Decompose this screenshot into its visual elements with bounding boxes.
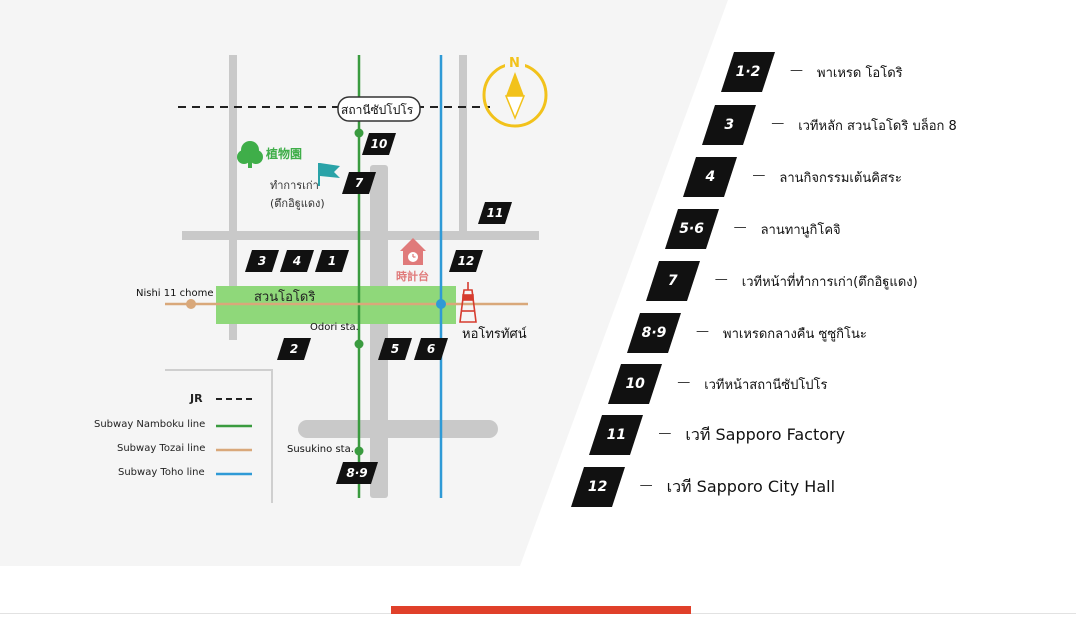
map-badge-label: 11	[486, 206, 504, 220]
map-badge-12: 12	[449, 250, 483, 272]
sapporo-station-box	[337, 96, 421, 122]
map-badge-5: 5	[378, 338, 412, 360]
odori-park-label: สวนโอโดริ	[254, 290, 316, 305]
line-legend	[165, 369, 273, 503]
tree-icon	[237, 141, 263, 168]
venue-dash: —	[677, 375, 691, 390]
venue-name: เวทีหลัก สวนโอโดริ บล็อก 8	[798, 119, 957, 134]
susukino-station-dot	[354, 446, 364, 456]
map-badge-label: 7	[354, 176, 364, 190]
compass-letter: N	[509, 56, 520, 71]
tv-tower-label: หอโทรทัศน์	[462, 327, 527, 342]
old-government-label: ทำการเก่า	[270, 179, 319, 192]
venue-dash: —	[714, 272, 728, 287]
sapporo-station-label: สถานีซัปโปโร	[341, 103, 414, 117]
map-badge-8-9: 8·9	[336, 462, 378, 484]
map-badge-2: 2	[277, 338, 311, 360]
accent-bar	[391, 606, 691, 614]
sapporo-station-dot	[354, 128, 364, 138]
venue-name: เวทีหน้าสถานีซัปโปโร	[704, 378, 828, 393]
map-badge-10: 10	[362, 133, 396, 155]
toho-odori-dot	[436, 299, 446, 309]
map-badge-label: 5	[390, 342, 400, 356]
susukino-station-label: Susukino sta.	[287, 444, 354, 455]
venue-number: 10	[625, 376, 645, 392]
map-badge-label: 8·9	[346, 466, 368, 480]
map-badge-7: 7	[342, 172, 376, 194]
venue-badge-10: 10	[608, 364, 663, 404]
venue-number: 8·9	[641, 325, 667, 341]
map-badge-4: 4	[280, 250, 314, 272]
venue-badge-12: 12	[570, 467, 625, 507]
flag-icon	[318, 163, 340, 186]
nishi11-station-dot	[186, 299, 196, 309]
venue-badge-1-2: 1·2	[721, 52, 775, 92]
venue-dash: —	[752, 168, 766, 183]
map-badge-label: 4	[292, 254, 302, 268]
tv-tower-icon	[459, 282, 477, 323]
venue-name: เวที Sapporo Factory	[685, 425, 846, 444]
venue-number: 11	[606, 427, 627, 443]
venue-dash: —	[771, 116, 785, 131]
venue-number: 7	[667, 273, 678, 289]
venue-dash: —	[658, 426, 672, 441]
venue-name: เวที Sapporo City Hall	[666, 477, 836, 496]
map-badge-label: 12	[457, 254, 475, 268]
venue-number: 1·2	[735, 64, 761, 80]
venue-dash: —	[639, 478, 653, 493]
venue-name: ลานทานูกิโคจิ	[760, 223, 841, 238]
venue-number: 3	[724, 117, 735, 133]
compass-icon	[482, 58, 548, 128]
venue-badge-11: 11	[589, 415, 644, 455]
map-badge-11: 11	[478, 202, 512, 224]
legend-namboku: Subway Namboku line	[94, 419, 206, 430]
venue-number: 4	[705, 169, 716, 185]
odori-station-label: Odori sta.	[310, 322, 359, 333]
venue-dash: —	[733, 220, 747, 235]
map-badge-6: 6	[414, 338, 448, 360]
venue-name: ลานกิจกรรมเต้นคิสระ	[779, 171, 902, 186]
venue-badge-8-9: 8·9	[627, 313, 681, 353]
venue-badge-5-6: 5·6	[664, 209, 719, 249]
map-badge-label: 1	[327, 254, 337, 268]
venue-number: 5·6	[679, 221, 704, 237]
venue-dash: —	[790, 63, 803, 78]
nishi11-label: Nishi 11 chome	[136, 288, 214, 299]
map-badge-label: 3	[257, 254, 267, 268]
map-badge-3: 3	[245, 250, 279, 272]
legend-tozai: Subway Tozai line	[117, 443, 206, 454]
venue-name: พาเหรดกลางคืน ซูซูกิโนะ	[723, 327, 867, 342]
clock-tower-icon	[400, 238, 426, 265]
venue-number: 12	[587, 479, 608, 495]
legend-jr: JR	[190, 392, 203, 405]
map-badge-label: 10	[370, 137, 388, 151]
streets	[182, 55, 539, 498]
venue-dash: —	[696, 324, 709, 339]
venue-badge-4: 4	[683, 157, 738, 197]
venue-badge-7: 7	[645, 261, 700, 301]
map-badge-label: 2	[289, 342, 299, 356]
odori-station-dot	[354, 339, 364, 349]
botanical-garden-label: 植物園	[266, 147, 303, 161]
venue-name: เวทีหน้าที่ทำการเก่า(ตึกอิฐูแดง)	[741, 275, 918, 290]
venue-badge-3: 3	[702, 105, 757, 145]
map-badge-label: 6	[426, 342, 436, 356]
map-badge-1: 1	[315, 250, 349, 272]
clock-tower-label: 時計台	[396, 270, 429, 283]
legend-toho: Subway Toho line	[118, 467, 205, 478]
old-government-label-2: (ตึกอิฐูแดง)	[270, 197, 325, 210]
venue-name: พาเหรด โอโดริ	[817, 66, 903, 81]
